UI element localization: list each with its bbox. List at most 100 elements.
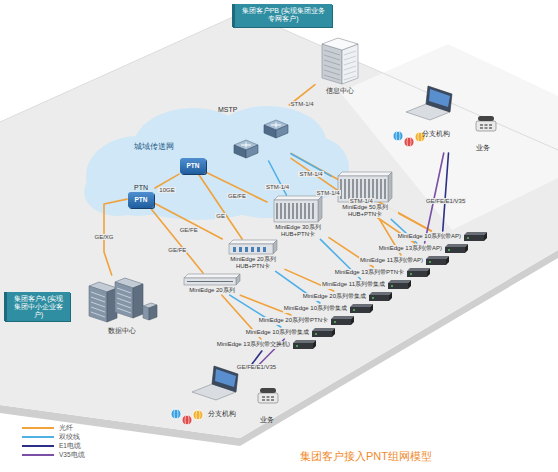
legend-sample (22, 452, 54, 458)
icon-part (407, 268, 430, 271)
legend-text: 双绞线 (59, 433, 80, 441)
access-device: MiniEdge 10系列带集成 (245, 328, 336, 338)
node-label: MSTP (218, 106, 237, 114)
access-device: MiniEdge 20系列带集成 (302, 292, 393, 302)
icon-part (342, 44, 358, 84)
icon-part (271, 396, 274, 398)
device-label: MiniEdge 13系列(带AP) (378, 245, 443, 252)
icon-part (296, 203, 297, 219)
icon-part (262, 396, 265, 398)
text-holder: 分支机构 (422, 122, 450, 140)
edge-label-holder: GE/FE (179, 218, 199, 236)
icon-part (89, 286, 107, 322)
icon-part (267, 399, 270, 401)
icon-part (239, 247, 242, 252)
device-label: MiniEdge 10系列带集成 (245, 329, 310, 336)
icon-part (485, 124, 488, 126)
icon-part (133, 284, 143, 318)
text-holder: 分支机构 (208, 402, 236, 420)
icon-part (324, 60, 340, 65)
icon-part (446, 256, 449, 265)
platform-surface (0, 12, 558, 438)
device-label: MiniEdge 10系列(带AP) (397, 233, 462, 240)
icon-part (445, 247, 465, 253)
text-holder: 业务 (260, 408, 274, 426)
device-label: MiniEdge 50系列 HUB+PTN卡 (332, 204, 398, 218)
icon-part (313, 340, 316, 349)
access-device-icon (312, 328, 336, 338)
banner-text: 集团客户A (实现集团中小企业客户) (11, 295, 66, 318)
icon-part (187, 281, 233, 282)
icon-part (149, 305, 157, 320)
icon-part (353, 309, 355, 311)
icon-part (489, 127, 492, 129)
icon-part (293, 343, 313, 349)
icon-part (312, 328, 335, 331)
legend-row: 双绞线 (22, 432, 85, 441)
icon-part (296, 345, 298, 347)
icon-part (284, 203, 285, 219)
icon-part (258, 393, 278, 403)
text-holder: 业务 (476, 136, 490, 154)
icon-part (308, 203, 309, 219)
icon-part (384, 179, 385, 199)
banner-text: 集团客户PB (实现集团业务专网客户) (239, 7, 328, 24)
link-label: STM-1/4 (298, 171, 323, 177)
icon-part (356, 179, 357, 199)
icon-part (117, 293, 131, 298)
icon-part (241, 143, 251, 148)
icon-part (485, 127, 488, 129)
icon-part (280, 203, 281, 219)
icon-part (229, 240, 277, 244)
access-device-icon (388, 280, 412, 290)
icon-part (318, 196, 322, 222)
mstp-router: MSTP (218, 106, 290, 160)
data-center: 数据中心 (84, 276, 160, 335)
icon-part (260, 388, 276, 393)
icon-part (184, 274, 240, 278)
icon-part (185, 415, 189, 425)
icon-part (388, 283, 408, 289)
icon-part (193, 410, 203, 420)
icon-part (324, 75, 340, 80)
access-device: MiniEdge 10系列(带AP) (397, 232, 488, 242)
icon-part (117, 303, 131, 308)
icon-part (315, 333, 317, 335)
icon-part (344, 71, 356, 75)
legend-text: 光纤 (59, 424, 73, 432)
icon-part (292, 203, 293, 219)
icon-part (300, 203, 301, 219)
ptn-label: PTN (135, 196, 148, 204)
icon-part (484, 232, 487, 241)
icon-part (182, 415, 192, 425)
icon-part (245, 247, 248, 252)
icon-part (360, 179, 361, 199)
icon-part (388, 280, 411, 283)
caption-holder: 集团客户接入PNT组网模型 (300, 446, 432, 464)
edge-label-holder: STM-1/4 (316, 181, 341, 199)
access-device-icon (426, 256, 450, 266)
icon-part (324, 65, 340, 70)
icon-part (380, 179, 381, 199)
icon-part (407, 271, 427, 277)
hub-device: MiniEdge 20系列 (182, 274, 242, 294)
access-device-icon (369, 292, 393, 302)
legend-row: 光纤 (22, 423, 85, 432)
hub-icon (184, 274, 241, 286)
icon-part (251, 247, 254, 252)
device-label: MiniEdge 11系列(带AP) (359, 257, 424, 264)
edge-label-holder: GE/FE/E1/V35 (425, 189, 466, 207)
branch-illustration (392, 86, 510, 152)
icon-part (408, 280, 411, 289)
node-label: 业务 (476, 144, 490, 151)
icon-part (215, 369, 236, 387)
icon-part (229, 244, 273, 254)
access-device-icon (407, 268, 431, 278)
access-device: MiniEdge 13系列(带AP) (378, 244, 469, 254)
node-label: 分支机构 (208, 410, 236, 417)
ptn-label: PTN (187, 162, 200, 170)
icon-part (350, 307, 370, 313)
icon-part (274, 196, 322, 200)
icon-part (184, 278, 236, 285)
icon-part (312, 331, 332, 337)
